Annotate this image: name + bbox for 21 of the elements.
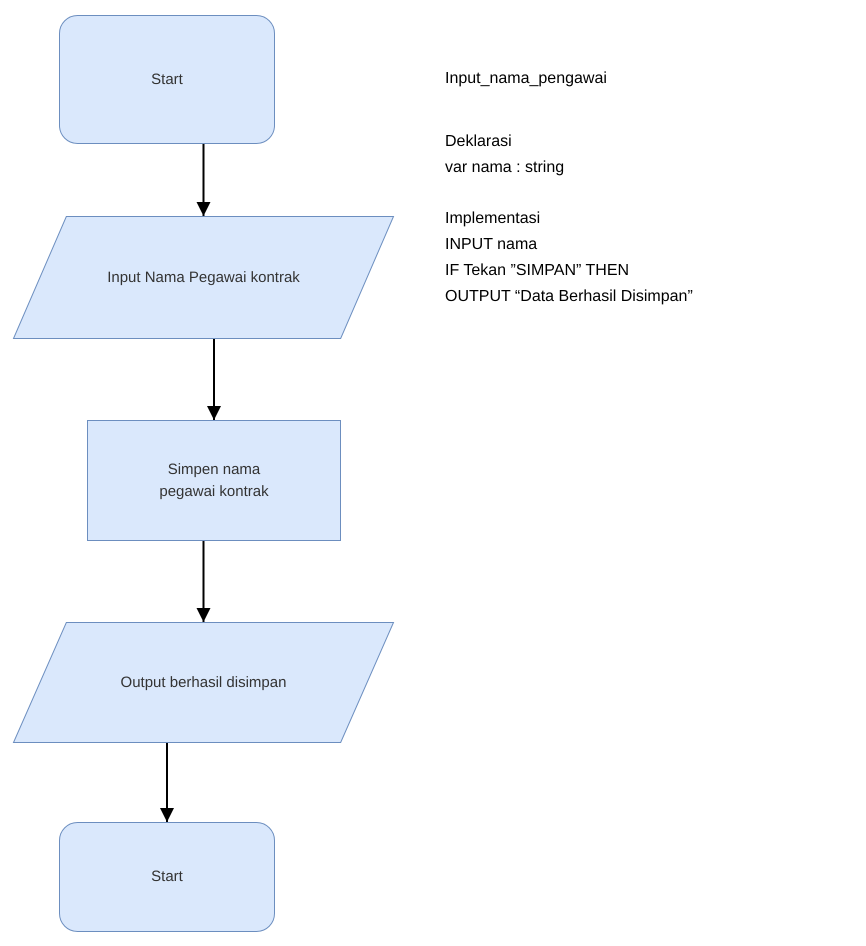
pseudocode-line: OUTPUT “Data Berhasil Disimpan”: [445, 288, 693, 306]
pseudocode-line: var nama : string: [445, 159, 564, 177]
node-text: Input Nama Pegawai kontrak: [106, 268, 301, 288]
node-text: Simpen nama pegawai kontrak: [158, 460, 270, 502]
pseudocode-line: Implementasi: [445, 210, 540, 228]
node-text: Start: [150, 70, 184, 90]
pseudocode-line: Input_nama_pengawai: [445, 70, 607, 88]
terminal-box: [59, 822, 275, 932]
arrow: [160, 743, 174, 822]
arrow: [207, 339, 221, 420]
node-text: Output berhasil disimpan: [120, 672, 288, 693]
input-output-parallelogram: [13, 622, 394, 743]
terminal-box: [59, 15, 275, 144]
node-text: Start: [150, 867, 184, 888]
pseudocode-line: IF Tekan ”SIMPAN” THEN: [445, 262, 630, 280]
arrow: [196, 144, 210, 216]
pseudocode-line: Deklarasi: [445, 133, 512, 151]
pseudocode-line: INPUT nama: [445, 236, 538, 254]
input-output-parallelogram: [13, 216, 394, 339]
arrow: [196, 541, 210, 622]
process-box: [87, 420, 341, 541]
